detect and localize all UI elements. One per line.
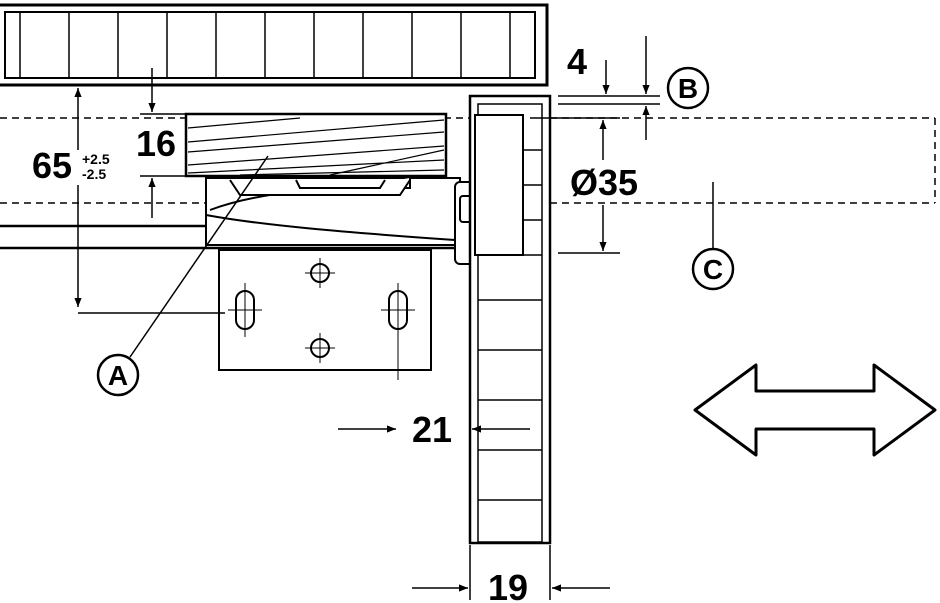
double-arrow-icon — [693, 363, 937, 457]
callout-b: B — [666, 66, 710, 110]
door-panel — [468, 94, 552, 545]
dimension-19-label: 19 — [488, 567, 528, 603]
dimension-65-label: 65 — [32, 145, 72, 186]
callout-b-label: B — [678, 73, 698, 104]
callout-c-label: C — [703, 254, 723, 285]
callout-a-label: A — [108, 360, 128, 391]
dimension-19 — [412, 545, 610, 600]
dimension-21-label: 21 — [412, 409, 452, 450]
dimension-4-label: 4 — [567, 41, 587, 82]
dimension-16-label: 16 — [136, 123, 176, 164]
dimension-4 — [558, 36, 660, 140]
dimension-65-tol-minus: -2.5 — [82, 166, 106, 182]
mounting-rail — [0, 224, 460, 250]
dimension-35-label: Ø35 — [570, 162, 638, 203]
top-panel — [0, 3, 549, 87]
wooden-block — [184, 112, 448, 178]
dimension-65 — [74, 88, 225, 314]
dimension-65-tol-plus: +2.5 — [82, 151, 110, 167]
dimension-35 — [530, 117, 620, 254]
mounting-plate — [218, 249, 432, 380]
callout-c: C — [691, 182, 735, 291]
callout-a: A — [96, 155, 269, 397]
dimension-16 — [140, 68, 186, 218]
